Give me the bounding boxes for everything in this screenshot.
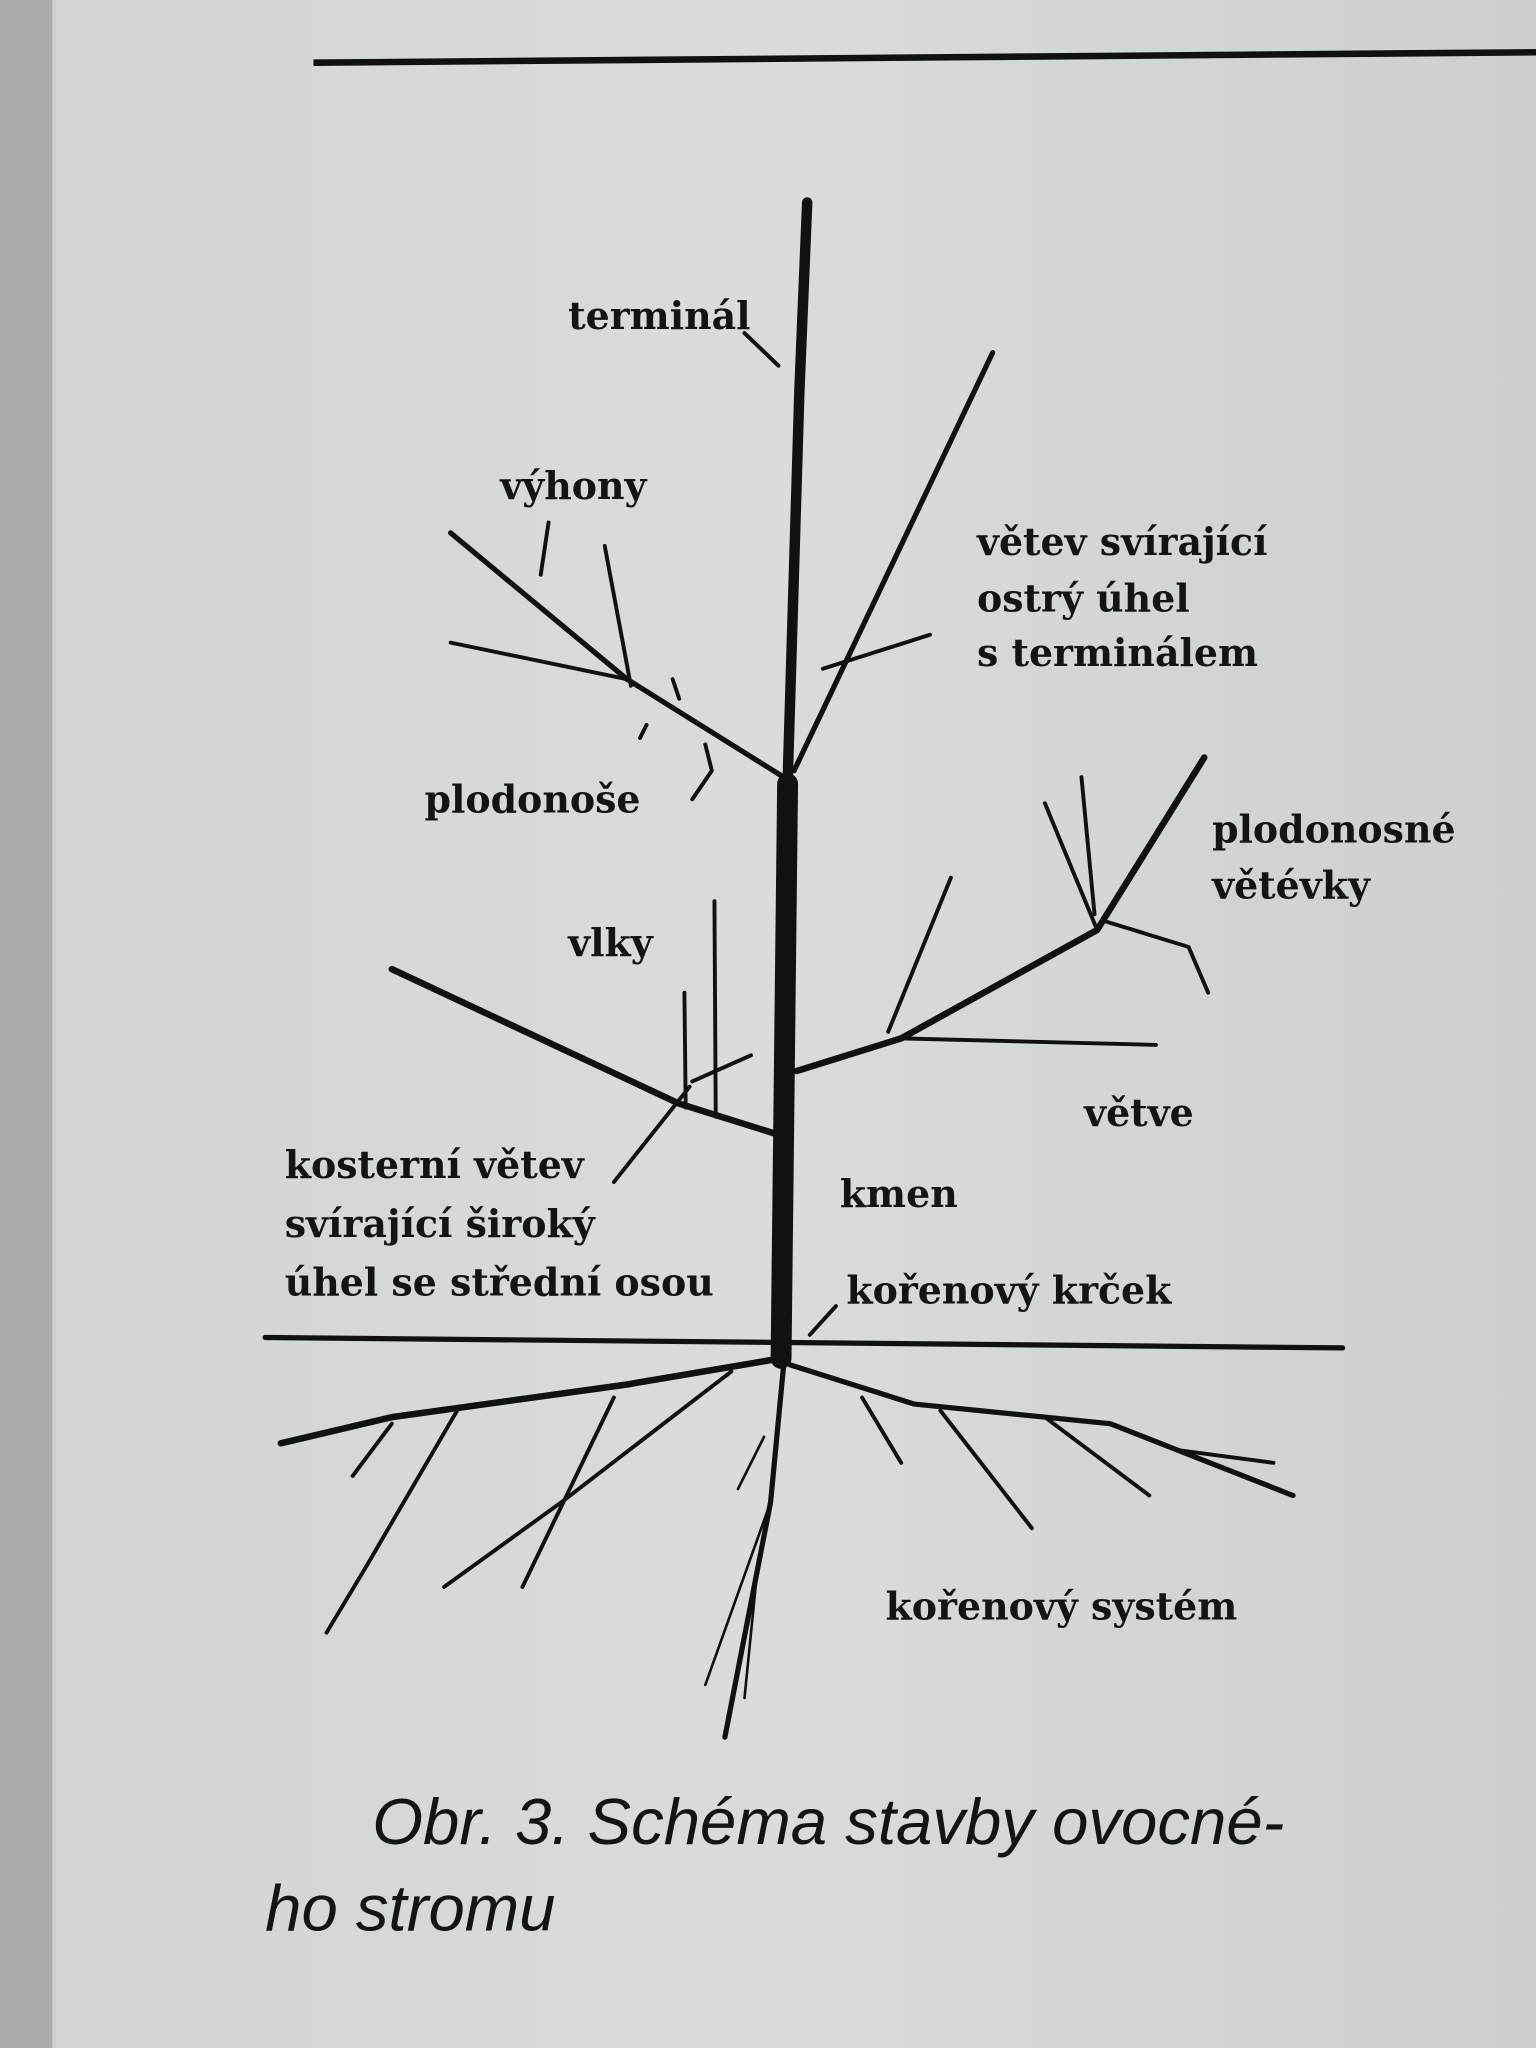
- label-kmen: kmen: [840, 1171, 958, 1216]
- label-acute-branch-1: větev svírající: [976, 519, 1268, 564]
- label-plodonose: plodonoše: [424, 776, 640, 821]
- label-acute-branch-3: s terminálem: [977, 630, 1258, 675]
- top-rule: [313, 48, 1536, 66]
- label-fruiting-twigs-1: plodonosné: [1212, 806, 1456, 851]
- label-terminal: terminál: [568, 293, 750, 338]
- label-acute-branch-2: ostrý úhel: [977, 575, 1190, 620]
- figure-caption-line-1: Obr. 3. Schéma stavby ovocné-: [372, 1785, 1284, 1858]
- figure-caption-line-2: ho stromu: [265, 1871, 555, 1944]
- label-vetve: větve: [1083, 1090, 1194, 1135]
- diagram-labels: terminál výhony větev svírající ostrý úh…: [285, 293, 1456, 1628]
- label-scaffold-branch-1: kosterní větev: [285, 1142, 585, 1187]
- label-vlky: vlky: [567, 920, 654, 965]
- page-fold-shadow: [0, 0, 53, 2048]
- label-scaffold-branch-2: svírající široký: [285, 1201, 596, 1246]
- label-vyhony: výhony: [499, 463, 647, 508]
- label-scaffold-branch-3: úhel se střední osou: [285, 1260, 714, 1305]
- label-root-system: kořenový systém: [886, 1584, 1238, 1629]
- label-fruiting-twigs-2: větévky: [1211, 863, 1371, 908]
- label-root-collar: kořenový krček: [846, 1268, 1172, 1313]
- tree-drawing: [262, 197, 1346, 1740]
